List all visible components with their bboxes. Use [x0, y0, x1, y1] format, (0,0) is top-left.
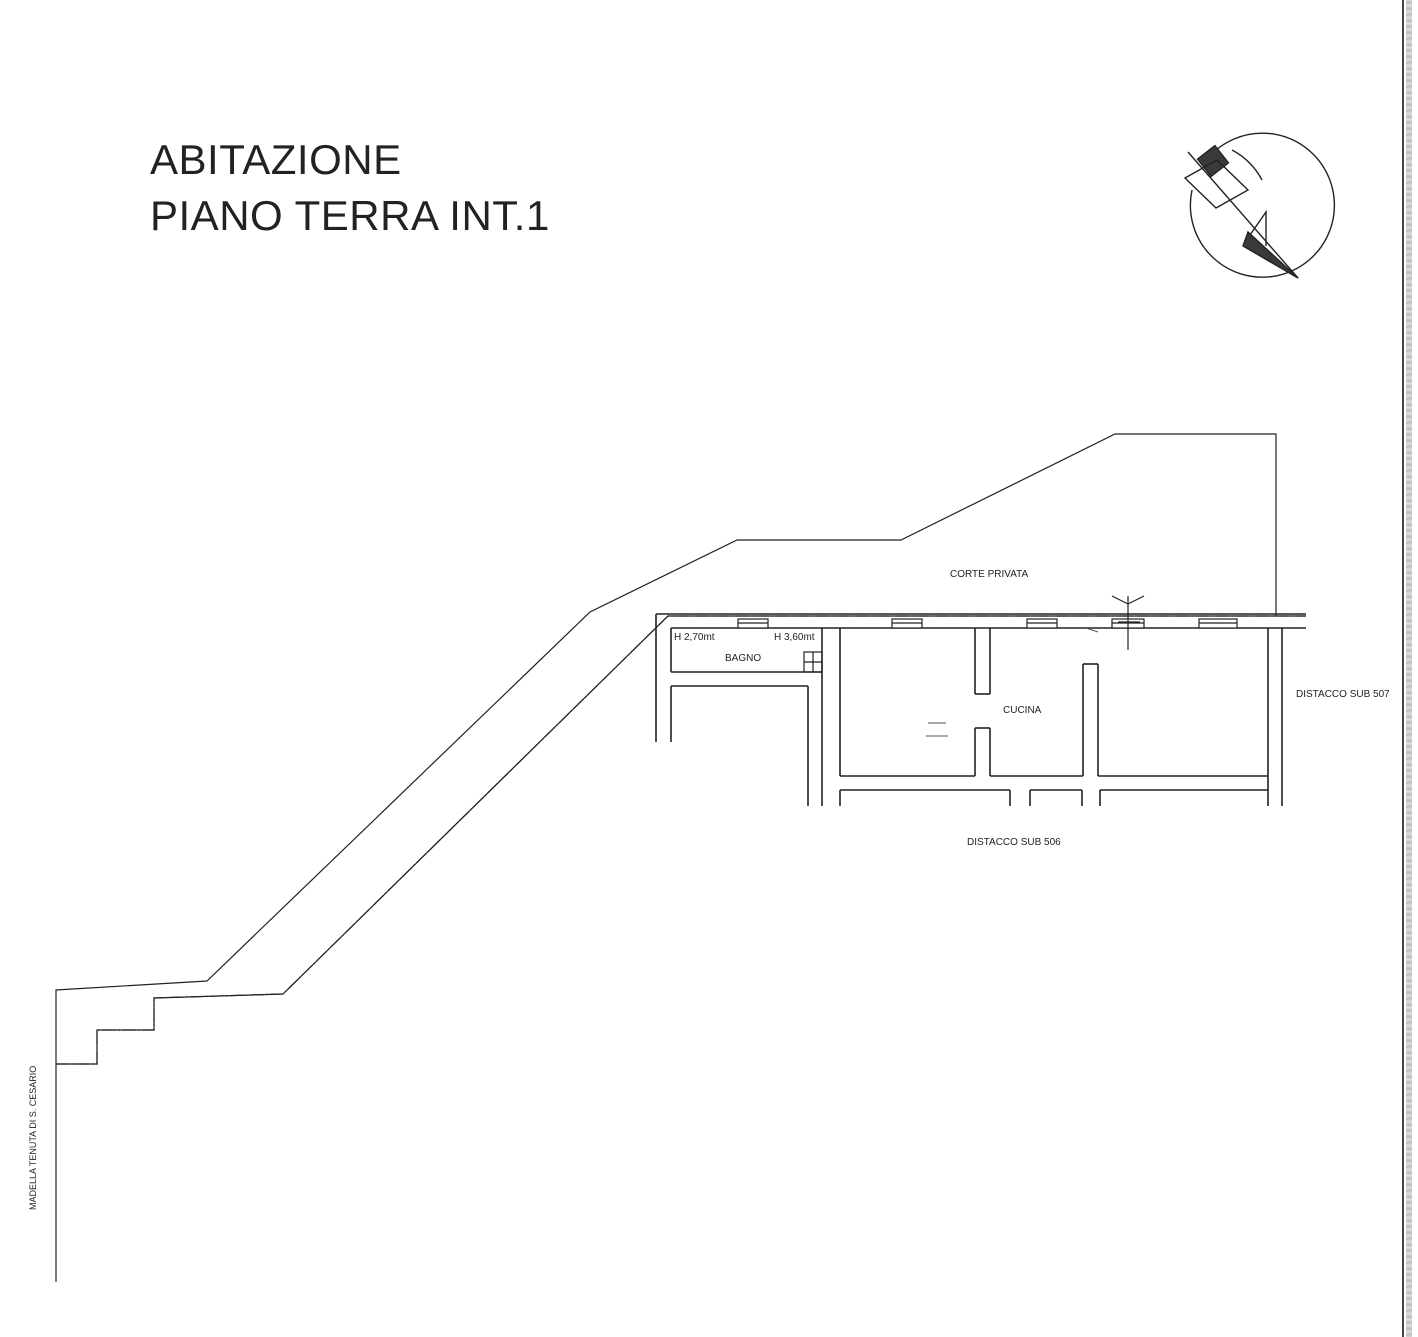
site-boundary [55, 433, 1306, 1282]
label-bagno: BAGNO [725, 653, 761, 664]
label-cucina: CUCINA [1003, 705, 1042, 716]
step-marks [926, 627, 1099, 737]
label-distacco-507: DISTACCO SUB 507 [1296, 689, 1390, 700]
sheet-edge-line [1402, 0, 1404, 1337]
windows [737, 618, 1238, 629]
label-side-property: MADELLA TENUTA DI S. CESARIO [28, 1066, 38, 1210]
label-height-right: H 3,60mt [774, 632, 815, 643]
plan-title: ABITAZIONE [150, 136, 402, 183]
shaft-icon [803, 651, 823, 673]
label-distacco-506: DISTACCO SUB 506 [967, 837, 1061, 848]
antenna-icon [1111, 595, 1145, 650]
compass-north-arrow-icon [1183, 132, 1336, 279]
sheet-edge-shadow [1406, 0, 1412, 1337]
plan-subtitle: PIANO TERRA INT.1 [150, 192, 550, 239]
building-walls [655, 613, 1306, 806]
label-corte-privata: CORTE PRIVATA [950, 569, 1028, 580]
title-block: ABITAZIONE PIANO TERRA INT.1 [150, 136, 550, 240]
label-height-left: H 2,70mt [674, 632, 715, 643]
